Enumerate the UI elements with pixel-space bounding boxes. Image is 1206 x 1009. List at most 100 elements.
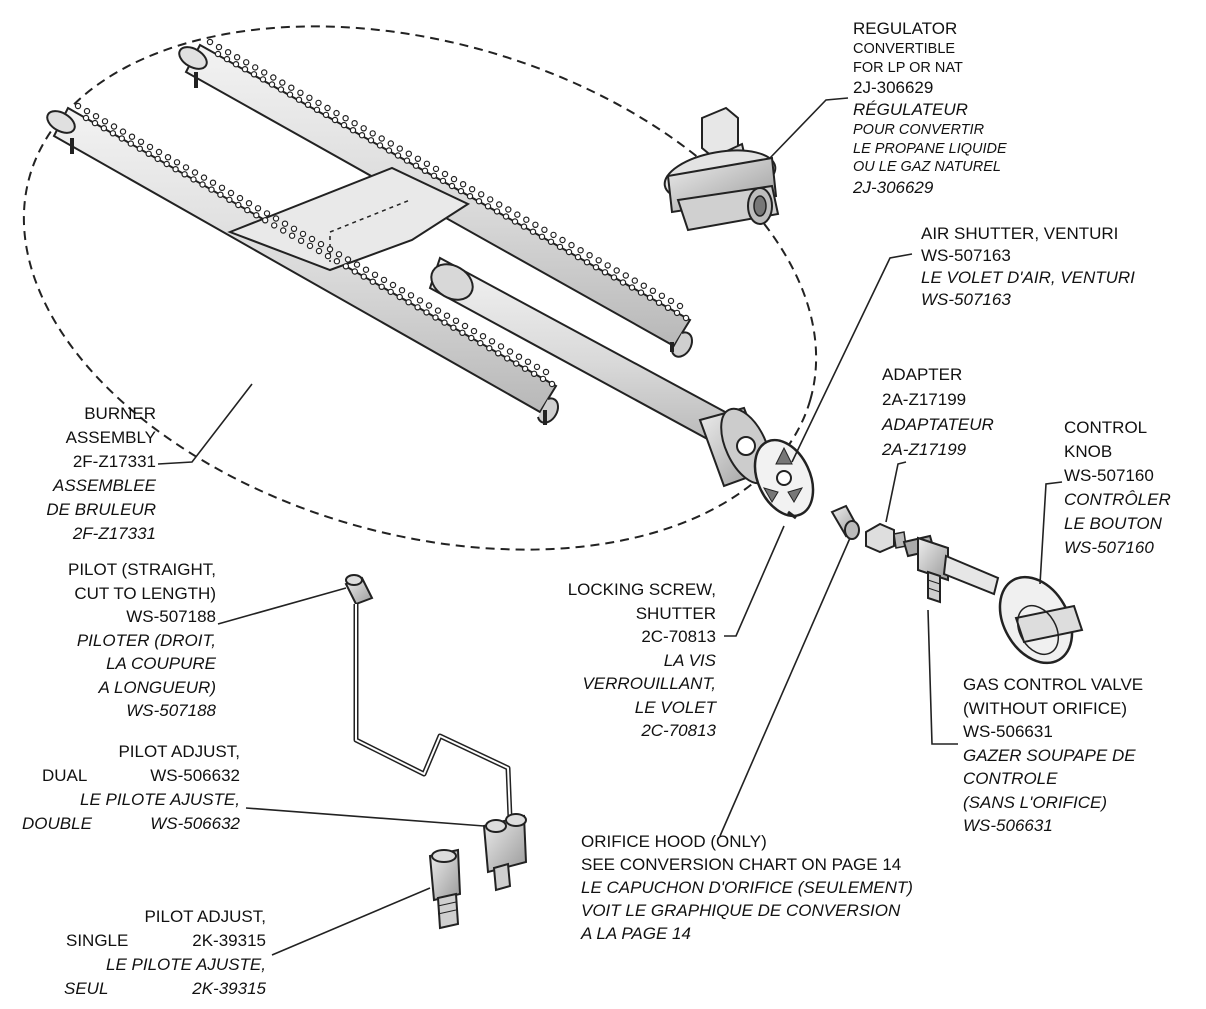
port-hole — [468, 334, 475, 342]
port-hole — [279, 79, 286, 86]
port-hole — [380, 276, 388, 284]
port-hole — [214, 50, 222, 58]
port-hole — [511, 218, 519, 225]
port-hole — [232, 60, 240, 68]
port-hole — [358, 131, 366, 139]
pilot-single-line-1: PILOT ADJUST, — [144, 907, 266, 926]
port-hole — [439, 177, 447, 185]
port-hole — [542, 368, 550, 376]
control-knob-line-1-fr: CONTRÔLER — [1064, 490, 1171, 509]
port-hole — [459, 180, 467, 188]
locking-screw-line-3-fr: LE VOLET — [634, 697, 716, 717]
port-hole — [676, 302, 684, 310]
port-hole — [423, 309, 430, 316]
port-hole — [331, 116, 339, 124]
pilot-dual-part — [482, 813, 528, 892]
port-hole — [342, 114, 349, 122]
port-hole — [425, 302, 433, 309]
port-hole — [434, 307, 442, 314]
pilot-straight-line-3-fr: A LONGUEUR) — [98, 677, 216, 697]
port-hole — [263, 210, 271, 217]
port-hole — [459, 329, 466, 336]
regulator-part — [663, 106, 780, 232]
air-shutter-label: AIR SHUTTER, VENTURI WS-507163 LE VOLET … — [921, 223, 1135, 311]
pilot-straight-part-number: WS-507188 — [126, 607, 216, 626]
port-hole — [190, 176, 197, 183]
port-hole — [208, 186, 215, 193]
port-hole — [673, 309, 681, 317]
adapter-title: ADAPTER — [882, 365, 963, 384]
port-hole — [450, 324, 457, 331]
control-knob-line-2: KNOB — [1064, 442, 1113, 461]
gas-valve-part-number-fr: WS-506631 — [963, 816, 1053, 835]
orifice-hood-line-2: SEE CONVERSION CHART ON PAGE 14 — [581, 855, 902, 874]
air-shutter-title: AIR SHUTTER, VENTURI — [921, 224, 1119, 243]
pilot-single-label: PILOT ADJUST, SINGLE 2K-39315 LE PILOTE … — [50, 905, 266, 1001]
port-hole — [387, 140, 394, 147]
port-hole — [209, 179, 217, 186]
port-hole — [82, 114, 90, 122]
port-hole — [414, 304, 421, 311]
port-hole — [520, 223, 528, 230]
control-knob-line-1: CONTROL — [1064, 418, 1148, 437]
port-hole — [233, 54, 241, 61]
port-hole — [299, 230, 307, 238]
port-hole — [547, 238, 555, 245]
port-hole — [109, 130, 117, 137]
port-hole — [261, 69, 268, 76]
port-hole — [369, 130, 376, 137]
port-hole — [333, 109, 340, 117]
port-hole — [664, 304, 672, 311]
port-hole — [495, 350, 502, 357]
burner-part-number-fr: 2F-Z17331 — [72, 524, 156, 543]
port-hole — [577, 246, 584, 254]
port-hole — [272, 215, 280, 222]
port-hole — [119, 128, 127, 135]
regulator-line-1-fr: POUR CONVERTIR — [853, 122, 985, 138]
port-hole — [405, 150, 412, 157]
port-hole — [613, 267, 620, 274]
port-hole — [306, 242, 314, 250]
port-hole — [407, 292, 415, 299]
port-hole — [396, 293, 403, 301]
port-hole — [254, 205, 262, 212]
port-hole — [286, 91, 294, 98]
port-hole — [181, 171, 188, 178]
port-hole — [513, 360, 520, 367]
port-hole — [304, 101, 312, 109]
burner-part-number: 2F-Z17331 — [72, 452, 156, 471]
port-hole — [565, 248, 573, 256]
port-hole — [371, 271, 379, 278]
pilot-dual-line-2-fr: DOUBLE — [22, 814, 92, 833]
pilot-dual-line-1-fr: LE PILOTE AJUSTE, — [80, 790, 240, 809]
port-hole — [110, 123, 118, 130]
port-hole — [389, 281, 397, 289]
gas-valve-line-1: GAS CONTROL VALVE — [963, 675, 1144, 694]
port-hole — [288, 84, 295, 91]
leader-lines — [157, 97, 1063, 956]
locking-screw-line-2: SHUTTER — [635, 603, 716, 623]
port-hole — [259, 76, 267, 83]
port-hole — [227, 189, 235, 197]
port-hole — [250, 71, 258, 78]
port-hole — [478, 191, 485, 198]
air-shutter-part-number-fr: WS-507163 — [921, 290, 1011, 309]
regulator-line-3-fr: OU LE GAZ NATUREL — [853, 159, 1001, 175]
port-hole — [324, 104, 331, 112]
port-hole — [461, 322, 469, 330]
port-hole — [466, 192, 474, 200]
locking-screw-line-1: LOCKING SCREW, — [567, 580, 716, 599]
port-hole — [387, 288, 394, 296]
port-hole — [297, 89, 304, 97]
port-hole — [315, 99, 322, 107]
port-hole — [441, 170, 449, 178]
port-hole — [270, 74, 277, 81]
port-hole — [362, 266, 370, 273]
burner-label: BURNER ASSEMBLY 2F-Z17331 ASSEMBLEE DE B… — [20, 402, 156, 546]
pilot-single-part-number: 2K-39315 — [192, 931, 266, 950]
port-hole — [172, 165, 179, 173]
adapter-label: ADAPTER 2A-Z17199 ADAPTATEUR 2A-Z17199 — [882, 362, 994, 462]
port-hole — [344, 256, 352, 263]
port-hole — [235, 201, 242, 209]
pilot-straight-line-1: PILOT (STRAIGHT, — [68, 560, 216, 579]
